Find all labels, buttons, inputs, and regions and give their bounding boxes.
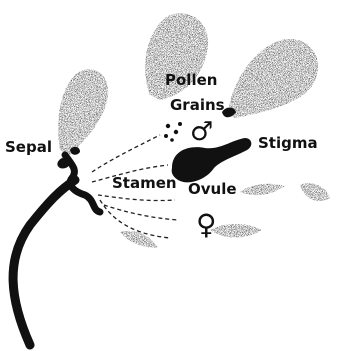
label-stigma: Stigma bbox=[258, 134, 318, 152]
label-ovule: Ovule bbox=[188, 180, 237, 198]
petal-left bbox=[58, 69, 108, 155]
petal-lower-right bbox=[210, 224, 262, 238]
stamen-filament-3 bbox=[98, 195, 175, 201]
pollen-dots bbox=[164, 122, 182, 142]
label-pollen: Pollen bbox=[165, 71, 217, 89]
label-grains: Grains bbox=[170, 96, 225, 114]
female-symbol-icon: ♀ bbox=[196, 208, 217, 241]
male-symbol-icon: ♂ bbox=[190, 117, 213, 147]
stem bbox=[13, 180, 75, 345]
label-sepal: Sepal bbox=[5, 138, 52, 156]
ovule-petal-top bbox=[240, 184, 285, 195]
petal-right bbox=[228, 39, 318, 118]
stamen-filament-1 bbox=[92, 135, 160, 172]
receptacle bbox=[65, 155, 100, 212]
petal-lower-left bbox=[120, 231, 158, 248]
label-stamen: Stamen bbox=[112, 174, 177, 192]
scatter-right bbox=[300, 183, 330, 201]
